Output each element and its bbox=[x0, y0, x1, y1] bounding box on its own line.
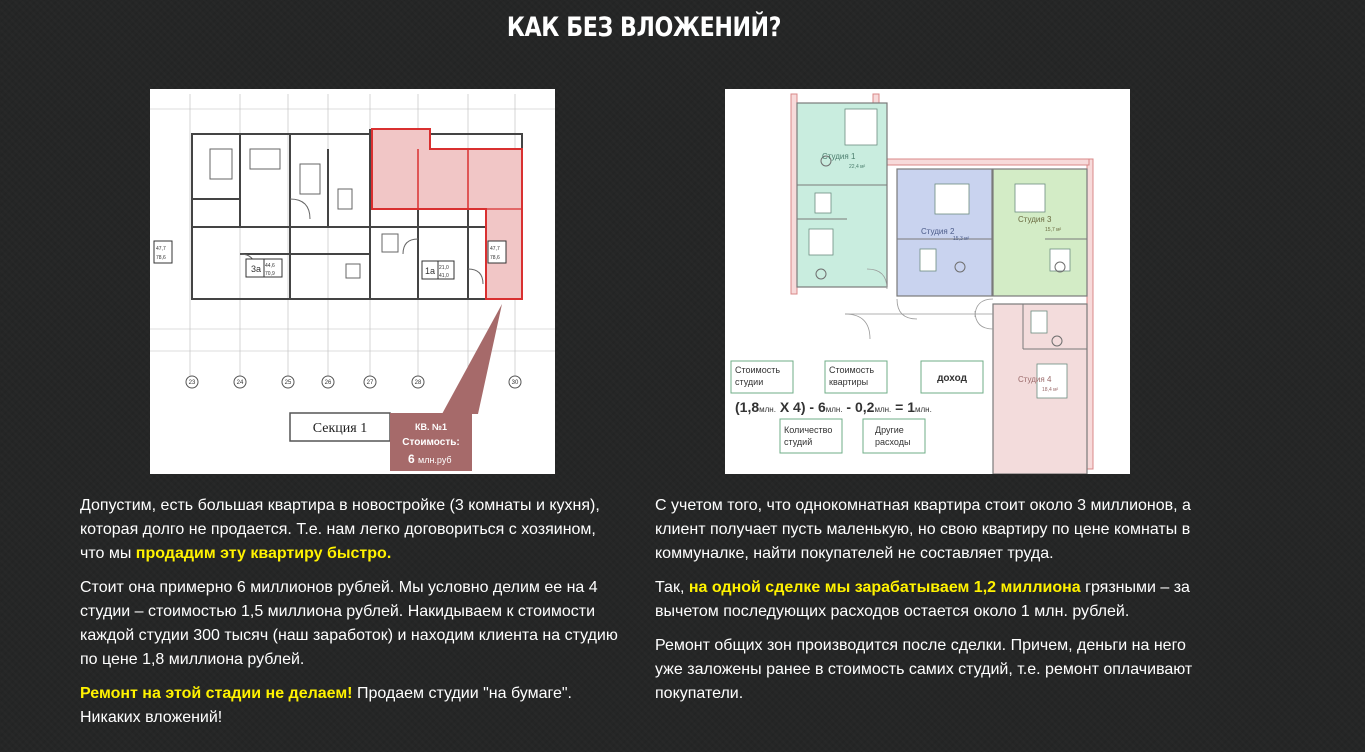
studio-4-name: Студия 4 bbox=[1018, 375, 1052, 384]
callout-price-unit: млн.руб bbox=[418, 455, 452, 465]
left-paragraph-1: Допустим, есть большая квартира в новост… bbox=[80, 494, 620, 566]
apt-1a-area-1: 21,0 bbox=[439, 265, 449, 271]
axis-number: 24 bbox=[237, 380, 244, 386]
axis-number: 28 bbox=[415, 380, 422, 386]
formula-unit: млн. bbox=[759, 405, 776, 414]
formula-part: - 0,2 bbox=[843, 399, 875, 415]
right-paragraph-3: Ремонт общих зон производится после сдел… bbox=[655, 637, 1193, 702]
formula-unit: млн. bbox=[874, 405, 891, 414]
right-paragraph-2: Так, на одной сделке мы зарабатываем 1,2… bbox=[655, 576, 1195, 624]
left-paragraph-3-text: Продаем студии "на бумаге". Никаких влож… bbox=[80, 685, 572, 726]
studio-1-area-value: 22,4 м² bbox=[849, 164, 866, 170]
apt-left-area-2: 78,6 bbox=[156, 255, 166, 261]
apartment-cost-label-1: Стоимость bbox=[829, 365, 874, 375]
studio-1-name: Студия 1 bbox=[822, 152, 856, 161]
left-paragraph-2: Стоит она примерно 6 миллионов рублей. М… bbox=[80, 579, 618, 668]
studio-2-area-value: 15,3 м² bbox=[953, 236, 970, 242]
apt-3a-area-2: 70,9 bbox=[265, 271, 275, 277]
highlight-no-repair: Ремонт на этой стадии не делаем! bbox=[80, 685, 353, 702]
other-costs-label-2: расходы bbox=[875, 437, 910, 447]
profit-formula: (1,8млн. X 4) - 6млн. - 0,2млн. = 1млн. bbox=[735, 399, 932, 415]
axis-number: 30 bbox=[512, 380, 519, 386]
apartment-cost-label-box bbox=[824, 360, 888, 394]
studios-plan-drawing: Студия 1 22,4 м² Студия 2 15,3 м² Студия… bbox=[730, 93, 1094, 474]
right-paragraph-1: С учетом того, что однокомнатная квартир… bbox=[655, 497, 1191, 562]
left-paragraph-1-text: Допустим, есть большая квартира в новост… bbox=[80, 497, 600, 562]
apt-1a-label: 1а bbox=[425, 266, 435, 276]
apt-3a-label: 3а bbox=[251, 264, 261, 274]
callout-price-value: 6 bbox=[408, 452, 415, 466]
formula-unit: млн. bbox=[915, 405, 932, 414]
formula-unit: млн. bbox=[826, 405, 843, 414]
studio-count-label-box bbox=[779, 418, 843, 454]
page-title: КАК БЕЗ ВЛОЖЕНИЙ? bbox=[506, 12, 782, 43]
studio-4-area-value: 18,4 м² bbox=[1042, 387, 1059, 393]
studio-3-name: Студия 3 bbox=[1018, 215, 1052, 224]
axis-number: 26 bbox=[325, 380, 332, 386]
right-text-column: С учетом того, что однокомнатная квартир… bbox=[655, 494, 1195, 716]
apt-right-area-1: 47,7 bbox=[490, 246, 500, 252]
right-paragraph-2-before: Так, bbox=[655, 579, 689, 596]
apt-left-area-1: 47,7 bbox=[156, 246, 166, 252]
studio-cost-label-2: студии bbox=[735, 377, 763, 387]
formula-part: = 1 bbox=[891, 399, 915, 415]
axis-number: 23 bbox=[189, 380, 196, 386]
price-callout bbox=[390, 413, 472, 471]
callout-apt-number: КВ. №1 bbox=[415, 422, 447, 432]
studio-count-label-2: студий bbox=[784, 437, 812, 447]
callout-price-label: Стоимость: bbox=[402, 437, 459, 448]
studio-count-label-1: Количество bbox=[784, 425, 832, 435]
floor-plan-drawing: 3а 44,6 70,9 1а 21,0 41,0 47,7 78,6 47,7… bbox=[150, 94, 555, 471]
floor-plan-image: 3а 44,6 70,9 1а 21,0 41,0 47,7 78,6 47,7… bbox=[150, 89, 555, 474]
studio-cost-label-box bbox=[730, 360, 794, 394]
income-label: доход bbox=[937, 373, 967, 384]
axis-number: 27 bbox=[367, 380, 374, 386]
apt-1a-area-2: 41,0 bbox=[439, 273, 449, 279]
section-label: Секция 1 bbox=[313, 421, 367, 436]
axis-number: 25 bbox=[285, 380, 292, 386]
apartment-cost-label-2: квартиры bbox=[829, 377, 868, 387]
studios-plan-image: Студия 1 22,4 м² Студия 2 15,3 м² Студия… bbox=[725, 89, 1130, 474]
studio-cost-label-1: Стоимость bbox=[735, 365, 780, 375]
right-paragraph-2-after: грязными – за вычетом последующих расход… bbox=[655, 579, 1190, 620]
other-costs-label-box bbox=[862, 418, 926, 454]
left-paragraph-3: Ремонт на этой стадии не делаем! Продаем… bbox=[80, 682, 620, 730]
formula-part: (1,8 bbox=[735, 399, 759, 415]
studio-3-area-value: 15,7 м² bbox=[1045, 227, 1062, 233]
left-text-column: Допустим, есть большая квартира в новост… bbox=[80, 494, 620, 740]
income-label-box bbox=[920, 360, 984, 394]
formula-part: X 4) - 6 bbox=[776, 399, 826, 415]
highlight-sell-fast: продадим эту квартиру быстро. bbox=[135, 545, 392, 562]
other-costs-label-1: Другие bbox=[875, 425, 904, 435]
highlight-earnings: на одной сделке мы зарабатываем 1,2 милл… bbox=[688, 579, 1081, 596]
callout-pointer bbox=[442, 304, 502, 414]
apt-right-area-2: 78,6 bbox=[490, 255, 500, 261]
studio-2-name: Студия 2 bbox=[921, 227, 955, 236]
apt-3a-area-1: 44,6 bbox=[265, 263, 275, 269]
